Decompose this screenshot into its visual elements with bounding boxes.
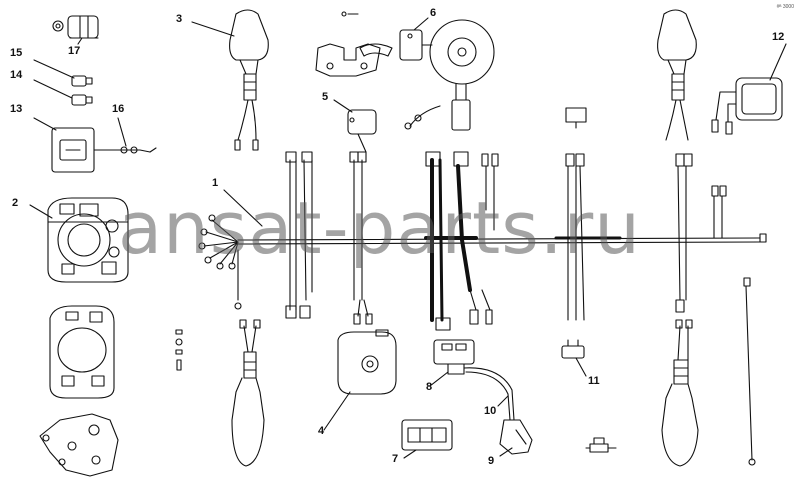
turn-signal-rear-right <box>661 319 699 467</box>
horn <box>337 329 397 395</box>
speedometer-cable <box>743 277 756 466</box>
cdi-unit <box>401 419 453 451</box>
callout-15: 15 <box>10 47 23 59</box>
callout-16: 16 <box>112 103 125 115</box>
spark-plug <box>585 437 617 453</box>
indicator-bulb-14 <box>71 94 93 106</box>
callout-8: 8 <box>426 381 433 393</box>
callout-10: 10 <box>484 405 497 417</box>
fasteners <box>175 329 183 371</box>
corner-mark: #ᴮ 3000 <box>776 4 794 10</box>
callout-2: 2 <box>12 197 19 209</box>
coil-brackets <box>315 11 393 77</box>
callout-5: 5 <box>322 91 329 103</box>
callout-7: 7 <box>392 453 399 465</box>
main-wiring-harness <box>198 151 767 331</box>
callout-6: 6 <box>430 7 437 19</box>
turn-signal-rear-left <box>231 319 265 467</box>
headlight-housing <box>47 197 129 283</box>
mounting-bracket <box>39 413 119 477</box>
fuse <box>565 107 587 129</box>
callout-14: 14 <box>10 69 23 81</box>
callout-17: 17 <box>68 45 81 57</box>
callout-9: 9 <box>488 455 495 467</box>
turn-signal-front-left <box>229 9 269 151</box>
callout-11: 11 <box>588 375 600 387</box>
handlebar-switch <box>51 127 157 173</box>
magneto-assembly <box>399 19 495 131</box>
high-tension-lead <box>463 367 515 421</box>
callout-3: 3 <box>176 13 183 25</box>
callout-12: 12 <box>772 31 785 43</box>
ignition-module <box>433 339 475 375</box>
tail-light <box>711 77 783 135</box>
voltage-regulator <box>561 339 585 359</box>
spark-plug-cap <box>499 419 533 455</box>
callout-1: 1 <box>212 177 219 189</box>
turn-signal-front-right <box>657 9 697 141</box>
headlight-fairing <box>49 305 115 399</box>
callout-4: 4 <box>318 425 325 437</box>
indicator-bulb-15 <box>71 75 93 87</box>
ignition-switch <box>52 15 99 39</box>
callout-13: 13 <box>10 103 23 115</box>
relay <box>347 109 377 153</box>
